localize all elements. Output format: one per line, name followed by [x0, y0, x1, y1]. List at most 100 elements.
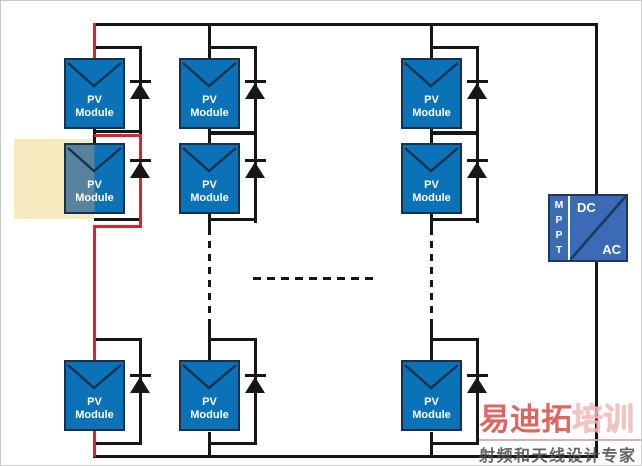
string2-diode2-wire — [254, 133, 257, 223]
string1-botdiode-return-wire — [94, 442, 142, 445]
watermark-logo: 易迪拓培训 — [479, 403, 641, 437]
mppt-inverter-block: M P P T DC AC — [548, 194, 628, 262]
string1-diode1-feed-wire — [94, 46, 142, 49]
bypass-diode-icon — [467, 80, 488, 100]
module-label: PV — [202, 396, 217, 408]
string2-top-wire — [208, 23, 211, 60]
ac-label: AC — [602, 242, 621, 257]
bypass-diode-icon — [245, 80, 266, 100]
bypass-diode-icon — [245, 374, 266, 394]
bypass-diode-icon — [130, 159, 151, 179]
module-chevron-icon — [404, 364, 459, 390]
bypass-path-return-wire — [94, 225, 142, 228]
string3-intermodule-stub — [430, 128, 433, 144]
bypass-path-diode-wire — [139, 134, 142, 228]
module-label: PV — [87, 396, 102, 408]
array-continuation-dashed-wire — [253, 277, 376, 280]
mppt-letter: P — [555, 214, 563, 226]
string3-diode2-wire — [476, 133, 479, 223]
top-bus-drop-wire — [595, 23, 598, 196]
mppt-letter: T — [555, 244, 563, 256]
string1-botdiode-feed-wire — [94, 338, 142, 341]
string2-intermodule-stub — [208, 128, 211, 144]
module-label: Module — [190, 409, 229, 421]
string2-below-module-stub — [208, 214, 211, 228]
bypass-diode-icon — [467, 159, 488, 179]
string3-continuation-dashed-wire — [430, 228, 433, 325]
module-chevron-icon — [404, 62, 459, 88]
string2-bottom-stub — [208, 432, 211, 457]
string2-junction2-wire — [209, 218, 257, 221]
module-label: PV — [424, 396, 439, 408]
mppt-section: M P P T — [550, 196, 570, 260]
dc-label: DC — [577, 200, 596, 215]
module-label: Module — [75, 409, 114, 421]
string3-top-wire — [430, 23, 433, 60]
string3-mid-wire — [430, 325, 433, 362]
module-chevron-icon — [67, 147, 122, 173]
bypass-diode-icon — [130, 80, 151, 100]
module-chevron-icon — [182, 364, 237, 390]
module-label: PV — [424, 94, 439, 106]
string3-botdiode-feed-wire — [431, 338, 479, 341]
top-bus-wire — [93, 23, 598, 26]
string2-junction1-wire — [209, 131, 257, 135]
watermark-logo-primary: 易迪拓 — [479, 402, 572, 437]
module-chevron-icon — [182, 147, 237, 173]
string3-diode1-feed-wire — [431, 46, 479, 49]
string2-diode1-feed-wire — [209, 46, 257, 49]
module-label: Module — [412, 107, 451, 119]
string1-red-wire — [93, 225, 96, 457]
string2-mid-wire — [208, 325, 211, 362]
module-chevron-icon — [67, 62, 122, 88]
bottom-bus-wire — [93, 455, 598, 458]
module-chevron-icon — [67, 364, 122, 390]
watermark-logo-secondary: 培训 — [572, 402, 634, 437]
string3-junction2-wire — [431, 218, 479, 221]
bypass-diode-icon — [245, 159, 266, 179]
string2-botdiode-return-wire — [209, 442, 257, 445]
module-label: PV — [202, 94, 217, 106]
dc-ac-diagonal-icon — [570, 196, 626, 260]
module-label: PV — [202, 179, 217, 191]
module-label: PV — [424, 179, 439, 191]
module-chevron-icon — [404, 147, 459, 173]
string3-junction1-wire — [431, 131, 479, 135]
module-label: Module — [190, 107, 229, 119]
string1-junction2-wire — [94, 218, 142, 221]
bypass-diode-icon — [130, 374, 151, 394]
mppt-letter: M — [554, 199, 564, 211]
watermark-tagline: 射频和天线设计专家 — [479, 448, 637, 465]
module-label: Module — [75, 192, 114, 204]
string1-junction1-wire — [94, 130, 142, 133]
module-label: Module — [412, 192, 451, 204]
bottom-bus-rise-wire — [595, 260, 598, 458]
string2-botdiode-feed-wire — [209, 338, 257, 341]
dc-ac-converter-section: DC AC — [570, 196, 626, 260]
module-label: Module — [75, 107, 114, 119]
module-chevron-icon — [182, 62, 237, 88]
watermark: 易迪拓培训 射频和天线设计专家 — [479, 403, 641, 465]
mppt-letter: P — [555, 229, 563, 241]
module-label: Module — [412, 409, 451, 421]
watermark-divider — [479, 439, 641, 441]
string3-botdiode-return-wire — [431, 442, 479, 445]
string2-continuation-dashed-wire — [208, 228, 211, 325]
module-label: Module — [190, 192, 229, 204]
module-label: PV — [87, 94, 102, 106]
module-label: PV — [87, 179, 102, 191]
bypass-diode-icon — [467, 374, 488, 394]
string1-top-red-wire — [93, 23, 96, 60]
bypass-path-feed-wire — [94, 134, 142, 137]
string3-below-module-stub — [430, 214, 433, 228]
